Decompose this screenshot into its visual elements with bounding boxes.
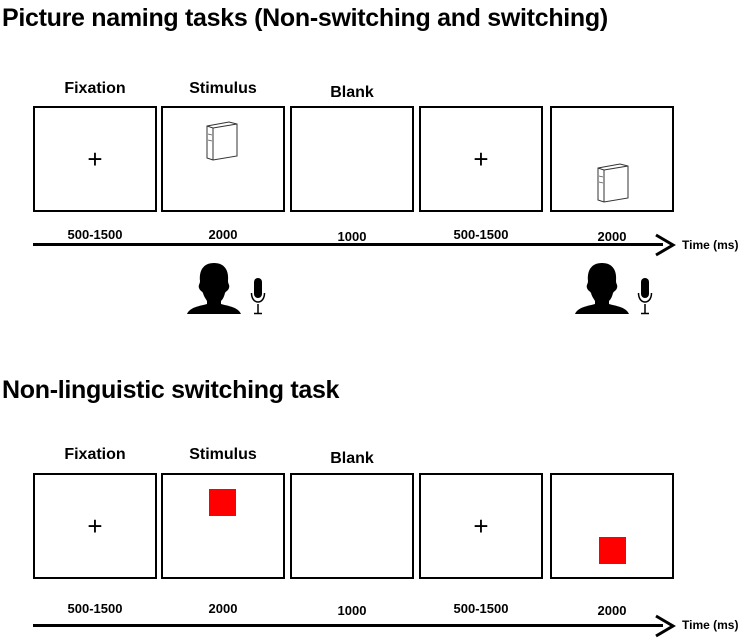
duration-stimulus-2: 2000: [597, 603, 627, 618]
phase-label-stimulus: Stimulus: [189, 80, 257, 97]
screen-blank-1: [290, 106, 414, 212]
screen-stimulus-red-1: [161, 473, 285, 579]
duration-blank: 1000: [337, 229, 367, 244]
red-square-stimulus: [599, 537, 626, 564]
screen-stimulus-book-1: [161, 106, 285, 212]
phase-label-stimulus: Stimulus: [189, 446, 257, 463]
time-axis-label: Time (ms): [682, 238, 739, 252]
microphone-icon: [637, 278, 653, 315]
duration-fixation-2: 500-1500: [453, 601, 509, 616]
microphone-icon: [250, 278, 266, 315]
phase-label-fixation: Fixation: [64, 80, 126, 97]
phase-label-blank: Blank: [330, 84, 374, 101]
screen-fixation-2: +: [419, 473, 543, 579]
screen-fixation-1: +: [33, 106, 157, 212]
duration-stimulus-1: 2000: [208, 601, 238, 616]
time-axis-arrow-icon: [655, 233, 676, 257]
time-axis-line: [33, 624, 663, 627]
duration-fixation-1: 500-1500: [67, 601, 123, 616]
duration-fixation-1: 500-1500: [67, 227, 123, 242]
screen-fixation-2: +: [419, 106, 543, 212]
duration-stimulus-1: 2000: [208, 227, 238, 242]
duration-fixation-2: 500-1500: [453, 227, 509, 242]
book-picture-icon: [597, 163, 629, 203]
book-picture-icon: [206, 121, 238, 161]
screen-stimulus-red-2: [550, 473, 674, 579]
screen-stimulus-book-2: [550, 106, 674, 212]
fixation-cross-icon: +: [87, 144, 103, 174]
panel-title-non-linguistic: Non-linguistic switching task: [2, 376, 340, 404]
phase-label-fixation: Fixation: [64, 446, 126, 463]
panel-title-picture-naming: Picture naming tasks (Non-switching and …: [2, 4, 608, 32]
speaker-head-icon: [575, 263, 629, 314]
screen-blank-1: [290, 473, 414, 579]
phase-label-blank: Blank: [330, 450, 374, 467]
time-axis-label: Time (ms): [682, 618, 739, 632]
red-square-stimulus: [209, 489, 236, 516]
duration-stimulus-2: 2000: [597, 229, 627, 244]
fixation-cross-icon: +: [473, 144, 489, 174]
duration-blank: 1000: [337, 603, 367, 618]
fixation-cross-icon: +: [87, 511, 103, 541]
time-axis-line: [33, 243, 663, 246]
fixation-cross-icon: +: [473, 511, 489, 541]
screen-fixation-1: +: [33, 473, 157, 579]
time-axis-arrow-icon: [655, 614, 676, 638]
speaker-head-icon: [187, 263, 241, 314]
